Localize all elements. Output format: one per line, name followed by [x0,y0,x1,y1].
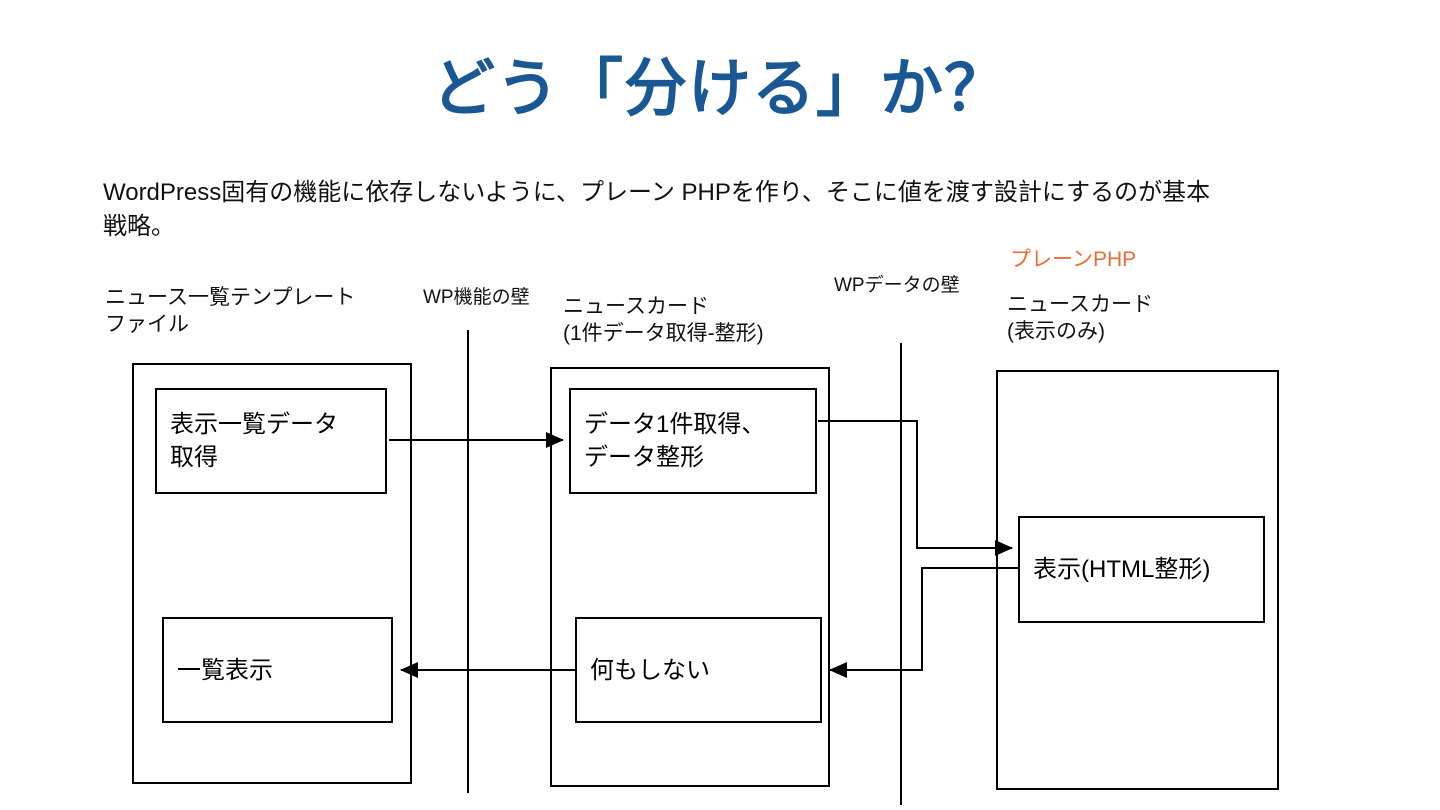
wp-function-wall-line [467,330,469,793]
slide-body-text: WordPress固有の機能に依存しないように、プレーン PHPを作り、そこに値… [103,176,1363,244]
label-news-card-plain-line1: ニュースカード [1007,293,1153,316]
body-line-2: 戦略。 [103,213,175,240]
box-fetch-list-data: 表示一覧データ 取得 [155,388,387,494]
box-list-display-text: 一覧表示 [177,656,273,684]
box-fetch-one-item-line1: データ1件取得、 [584,411,766,438]
label-template-file-line2: ファイル [105,313,189,336]
box-html-display-text: 表示(HTML整形) [1033,556,1211,583]
box-html-display: 表示(HTML整形) [1018,516,1265,623]
box-fetch-one-item-line2: データ整形 [584,444,704,471]
wp-data-wall-line [900,343,902,805]
slide-title: どう「分ける」か？ [432,54,1008,124]
box-fetch-list-data-line2: 取得 [170,444,218,471]
box-fetch-one-item: データ1件取得、 データ整形 [569,388,817,494]
label-news-card-wp-line2: (1件データ取得-整形) [563,322,764,345]
body-line-1: WordPress固有の機能に依存しないように、プレーン PHPを作り、そこに値… [103,179,1211,206]
arrow-fetchitem-to-htmldisplay [818,420,1013,556]
arrow-htmldisplay-to-donothing [829,567,1018,678]
box-do-nothing-text: 何もしない [590,656,710,684]
box-list-display: 一覧表示 [162,617,393,723]
label-news-card-plain-line2: (表示のみ) [1007,320,1105,343]
label-news-card-wp-line1: ニュースカード [563,295,709,318]
label-plain-php: プレーンPHP [1010,248,1137,271]
label-template-file-line1: ニュース一覧テンプレート [105,286,356,309]
label-news-card-wp: ニュースカード (1件データ取得-整形) [563,293,764,347]
box-fetch-list-data-line1: 表示一覧データ [170,411,338,438]
label-template-file: ニュース一覧テンプレート ファイル [105,284,355,338]
label-wp-function-wall: WP機能の壁 [423,287,530,308]
box-do-nothing: 何もしない [575,617,822,723]
label-news-card-plain: ニュースカード (表示のみ) [1007,291,1153,345]
label-wp-data-wall: WPデータの壁 [834,275,960,296]
